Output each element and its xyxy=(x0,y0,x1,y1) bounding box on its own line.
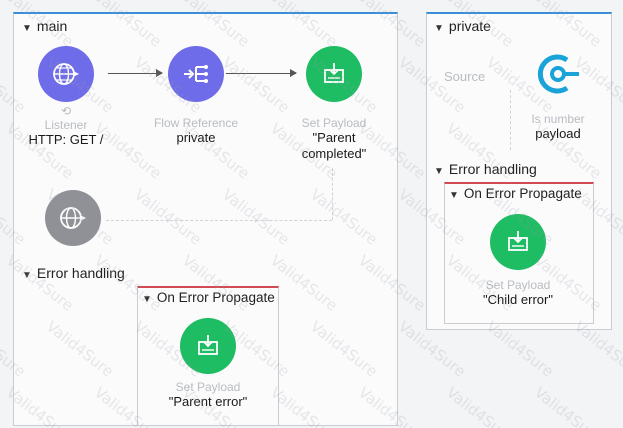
main-on-error-propagate-title: On Error Propagate xyxy=(156,290,275,305)
listener-sync-icon: ⟲ xyxy=(60,104,72,118)
private-flow-title[interactable]: ▼ private xyxy=(434,18,491,34)
flow-reference-icon xyxy=(168,46,224,102)
private-error-handling-header[interactable]: ▼ Error handling xyxy=(434,161,537,177)
collapse-triangle-icon[interactable]: ▼ xyxy=(22,270,32,281)
watermark-text: Valid4Sure xyxy=(618,0,623,51)
is-number-value: payload xyxy=(535,126,581,141)
collapse-triangle-icon[interactable]: ▼ xyxy=(449,190,459,201)
watermark-text: Valid4Sure xyxy=(618,383,623,428)
flow-reference-value: private xyxy=(176,130,216,145)
listener-globe-icon xyxy=(38,46,94,102)
listener-value: HTTP: GET / xyxy=(28,132,104,147)
private-flow-title-text: private xyxy=(448,18,491,34)
set-payload-child-error-node[interactable]: Set Payload "Child error" xyxy=(468,214,568,308)
source-label: Source xyxy=(444,69,486,84)
watermark-text: Valid4Sure xyxy=(442,383,517,428)
set-payload-parent-completed-node[interactable]: Set Payload "Parent completed" xyxy=(284,46,384,162)
private-on-error-propagate-title: On Error Propagate xyxy=(463,186,582,201)
set-payload-icon xyxy=(306,46,362,102)
set-payload-type-label: Set Payload xyxy=(301,116,367,130)
watermark-text: Valid4Sure xyxy=(618,119,623,183)
collapse-triangle-icon[interactable]: ▼ xyxy=(434,166,444,177)
arrow-connector xyxy=(108,69,163,77)
listener-type-label: Listener xyxy=(44,118,88,132)
flow-reference-node[interactable]: Flow Reference private xyxy=(148,46,244,146)
divider xyxy=(510,90,511,150)
main-flow-title[interactable]: ▼ main xyxy=(22,18,67,34)
set-payload-value: "Parent error" xyxy=(168,394,248,409)
is-number-node[interactable]: Is number payload xyxy=(516,46,600,142)
set-payload-value: "Child error" xyxy=(483,292,553,307)
divider xyxy=(106,220,332,221)
watermark-text: Valid4Sure xyxy=(530,383,605,428)
is-number-type-label: Is number xyxy=(531,112,585,126)
set-payload-type-label: Set Payload xyxy=(485,278,551,292)
collapse-triangle-icon[interactable]: ▼ xyxy=(434,23,444,34)
private-on-error-propagate-header[interactable]: ▼ On Error Propagate xyxy=(449,186,582,201)
set-payload-parent-error-node[interactable]: Set Payload "Parent error" xyxy=(158,318,258,410)
listener-node[interactable]: ⟲ Listener HTTP: GET / xyxy=(26,46,106,148)
set-payload-icon xyxy=(180,318,236,374)
set-payload-icon xyxy=(490,214,546,270)
main-error-handling-title: Error handling xyxy=(36,265,125,281)
main-flow-title-text: main xyxy=(36,18,68,34)
divider xyxy=(332,168,333,220)
collapse-triangle-icon[interactable]: ▼ xyxy=(22,23,32,34)
private-error-handling-title: Error handling xyxy=(448,161,537,177)
globe-icon xyxy=(45,190,101,246)
arrow-connector xyxy=(226,69,297,77)
set-payload-value: "Parent completed" xyxy=(301,130,367,161)
flow-reference-type-label: Flow Reference xyxy=(153,116,239,130)
main-error-handling-header[interactable]: ▼ Error handling xyxy=(22,265,125,281)
error-source-node[interactable] xyxy=(45,190,101,246)
set-payload-type-label: Set Payload xyxy=(175,380,241,394)
watermark-text: Valid4Sure xyxy=(618,251,623,315)
collapse-triangle-icon[interactable]: ▼ xyxy=(142,294,152,305)
is-number-icon xyxy=(530,46,586,102)
main-on-error-propagate-header[interactable]: ▼ On Error Propagate xyxy=(142,290,275,305)
